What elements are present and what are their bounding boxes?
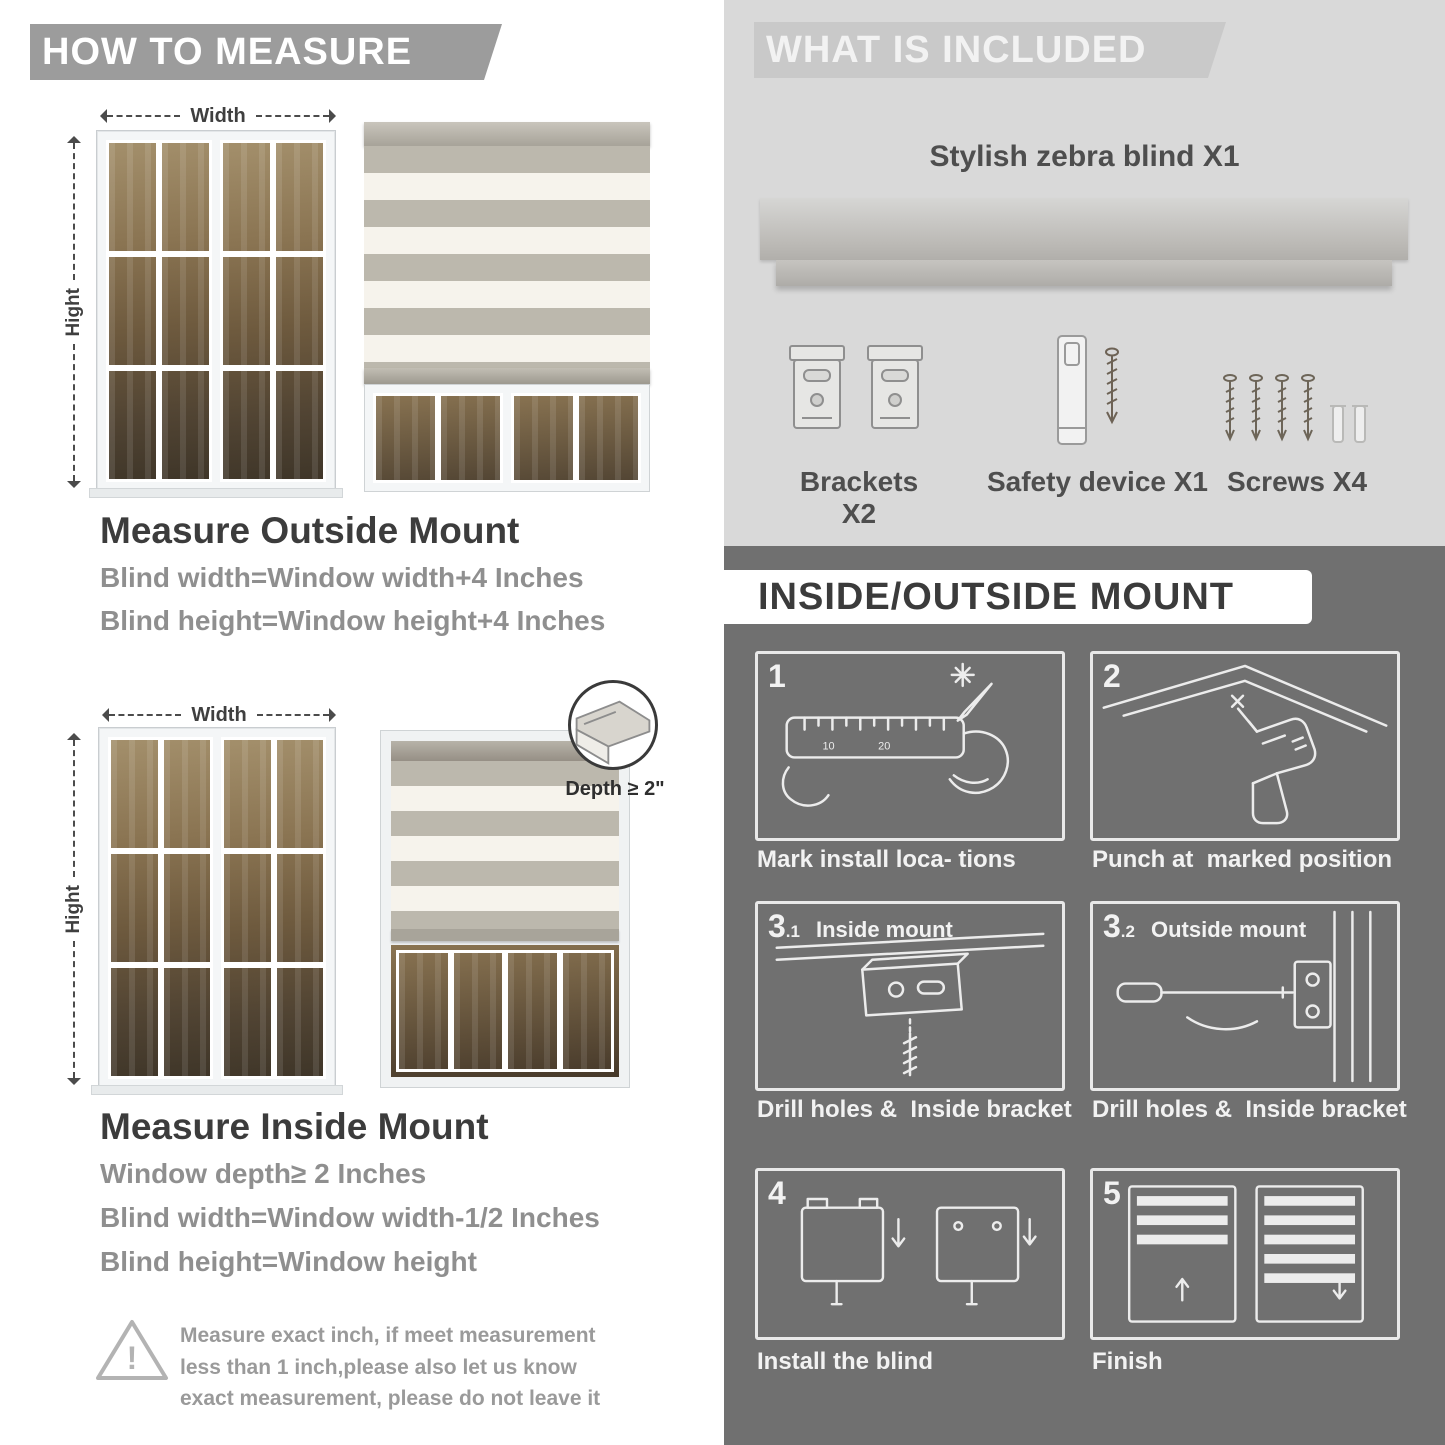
what-is-included-title: WHAT IS INCLUDED (766, 29, 1147, 71)
screws-label: Screws X4 (1226, 466, 1368, 497)
what-is-included-banner: WHAT IS INCLUDED (754, 22, 1226, 78)
width-label: Width (190, 104, 246, 127)
depth-requirement-label: Depth ≥ 2" (565, 778, 665, 800)
arrow-right-icon (329, 109, 337, 123)
step-panel-4: 4 (755, 1168, 1065, 1340)
safety-device-illustration (1048, 330, 1143, 458)
blind-headrail-lip (776, 260, 1392, 286)
inside-formula-width: Blind width=Window width-1/2 Inches (100, 1202, 600, 1233)
zebra-blind-outside-illustration (364, 122, 650, 492)
mark-locations-illustration: 10 20 (781, 662, 1010, 807)
step-panel-1: 1 10 20 (755, 651, 1065, 841)
step-caption-3-2: Drill holes & Inside bracket (1092, 1096, 1407, 1123)
arrow-up-icon (67, 136, 81, 143)
blind-bottom-rail (364, 368, 650, 384)
step-caption-2: Punch at marked position (1092, 846, 1393, 873)
step-number: 2 (1103, 658, 1121, 694)
width-arrow-outside: Width (100, 104, 337, 128)
arrow-down-icon (67, 1078, 81, 1086)
height-label: Hight (63, 884, 84, 934)
arrow-down-icon (67, 481, 81, 489)
arrow-right-icon (329, 708, 337, 722)
arrow-left-icon (100, 109, 107, 123)
step-panel-3-2: 3 .2 Outside mount (1090, 901, 1400, 1091)
outside-mount-heading: Measure Outside Mount (100, 510, 520, 551)
window-sash (108, 737, 213, 1079)
install-blind-illustration (800, 1197, 1037, 1306)
blind-cassette (364, 122, 650, 146)
height-arrow-inside: Hight (62, 733, 86, 1086)
blind-fabric-stripes (364, 146, 650, 368)
outside-bracket-illustration (1116, 910, 1372, 1083)
inside-formula-height: Blind height=Window height (100, 1246, 477, 1277)
arrow-left-icon (102, 708, 109, 722)
exclamation-mark: ! (127, 1340, 138, 1376)
window-corner-detail-icon (575, 700, 651, 765)
inside-depth-rule: Window depth≥ 2 Inches (100, 1158, 427, 1189)
outside-formula-height: Blind height=Window height+4 Inches (100, 605, 606, 636)
product-name: Stylish zebra blind X1 (929, 140, 1240, 173)
step-number: 1 (768, 658, 786, 694)
blind-cassette (391, 741, 619, 761)
step-number: 5 (1103, 1175, 1121, 1211)
window-sash (220, 140, 326, 482)
step-caption-5: Finish (1092, 1348, 1163, 1375)
height-arrow-outside: Hight (62, 136, 86, 489)
step-caption-3-1: Drill holes & Inside bracket (757, 1096, 1072, 1123)
window-sash (221, 737, 326, 1079)
window-panes-below (391, 945, 619, 1077)
brackets-illustration (784, 336, 934, 448)
how-to-measure-title: HOW TO MEASURE (42, 31, 413, 73)
outside-formula-width: Blind width=Window width+4 Inches (100, 562, 584, 593)
safety-device-label: Safety device X1 (986, 466, 1209, 497)
inside-mount-heading: Measure Inside Mount (100, 1106, 489, 1147)
depth-detail-circle (568, 680, 658, 770)
step-panel-2: 2 (1090, 651, 1400, 841)
step-caption-4: Install the blind (757, 1348, 934, 1375)
mount-banner-title: INSIDE/OUTSIDE MOUNT (758, 576, 1235, 618)
step-number: 3 (768, 908, 786, 944)
mount-banner: INSIDE/OUTSIDE MOUNT (724, 570, 1312, 624)
warning-icon: ! (94, 1316, 170, 1384)
screws-illustration (1218, 372, 1378, 460)
mount-section (724, 546, 1445, 1445)
window-illustration-outside (89, 130, 343, 498)
width-arrow-inside: Width (102, 703, 337, 727)
step-panel-3-1: 3 .1 Inside mount (755, 901, 1065, 1091)
ruler-mark-10: 10 (822, 740, 834, 752)
arrow-up-icon (67, 733, 81, 740)
blind-headrail-illustration (760, 198, 1408, 260)
height-label: Hight (63, 287, 84, 337)
warning-text: Measure exact inch, if meet measurement … (180, 1324, 601, 1410)
step-number: 4 (768, 1175, 786, 1211)
step-caption-1: Mark install loca- tions (757, 846, 1016, 873)
window-below-blind (364, 384, 650, 492)
width-label: Width (191, 703, 247, 726)
window-illustration-inside (91, 727, 343, 1095)
blind-bottom-rail (391, 929, 619, 941)
step-panel-5: 5 (1090, 1168, 1400, 1340)
step-title: Inside mount (815, 917, 953, 942)
finish-illustration (1127, 1185, 1364, 1323)
step-title: Outside mount (1150, 917, 1307, 942)
ruler-mark-20: 20 (878, 740, 890, 752)
drill-illustration (1102, 664, 1388, 825)
inside-bracket-illustration (775, 932, 1045, 1077)
zebra-blind-inside-illustration (380, 730, 630, 1088)
how-to-measure-banner: HOW TO MEASURE (30, 24, 502, 80)
window-sash (106, 140, 212, 482)
brackets-label: Brackets X2 (799, 466, 919, 529)
blind-fabric-stripes (391, 761, 619, 929)
step-number: 3 (1103, 908, 1121, 944)
